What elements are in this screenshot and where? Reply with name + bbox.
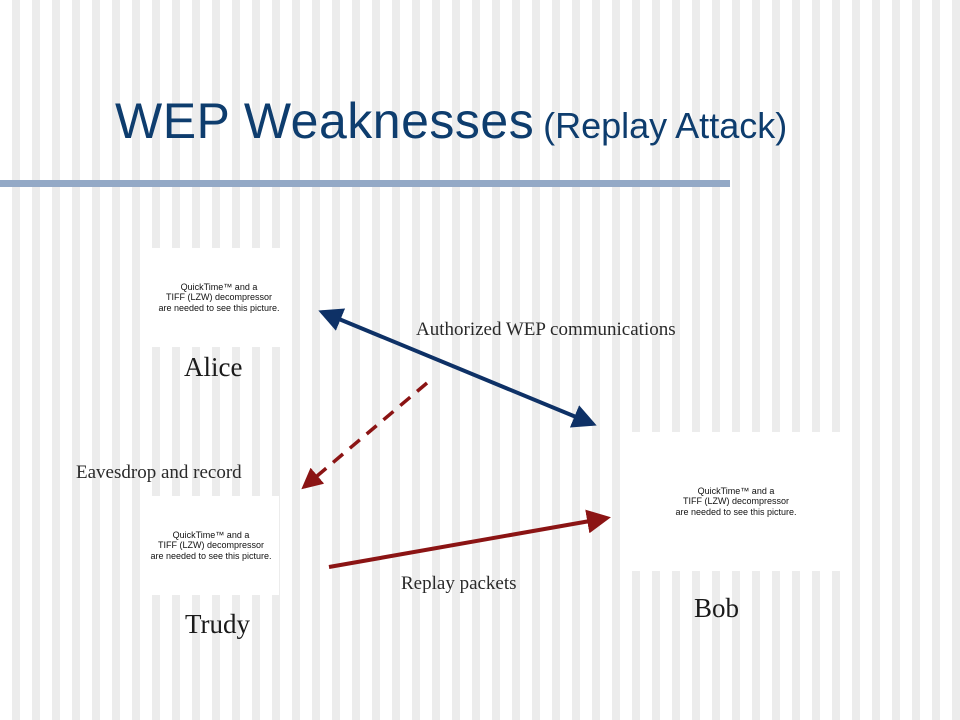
trudy-placeholder-text: QuickTime™ and a TIFF (LZW) decompressor… bbox=[150, 529, 272, 561]
trudy-picture-placeholder: QuickTime™ and a TIFF (LZW) decompressor… bbox=[143, 496, 279, 595]
trudy-label: Trudy bbox=[185, 609, 251, 639]
replay-arrow bbox=[328, 509, 611, 569]
title-underline bbox=[0, 180, 730, 187]
eavesdrop-arrow bbox=[301, 381, 429, 490]
alice-placeholder-text: QuickTime™ and a TIFF (LZW) decompressor… bbox=[158, 281, 280, 313]
alice-picture-placeholder: QuickTime™ and a TIFF (LZW) decompressor… bbox=[151, 248, 287, 347]
eavesdrop-label: Eavesdrop and record bbox=[76, 462, 242, 483]
bob-placeholder-text: QuickTime™ and a TIFF (LZW) decompressor… bbox=[675, 485, 797, 517]
title-main: WEP Weaknesses bbox=[115, 93, 535, 149]
authorized-communication-arrow bbox=[318, 308, 597, 428]
slide-title: WEP Weaknesses (Replay Attack) bbox=[115, 96, 955, 146]
bob-picture-placeholder: QuickTime™ and a TIFF (LZW) decompressor… bbox=[632, 432, 840, 571]
bob-label: Bob bbox=[694, 593, 740, 623]
alice-label: Alice bbox=[184, 352, 243, 382]
title-sub: (Replay Attack) bbox=[543, 105, 788, 146]
replay-packets-label: Replay packets bbox=[401, 573, 517, 594]
